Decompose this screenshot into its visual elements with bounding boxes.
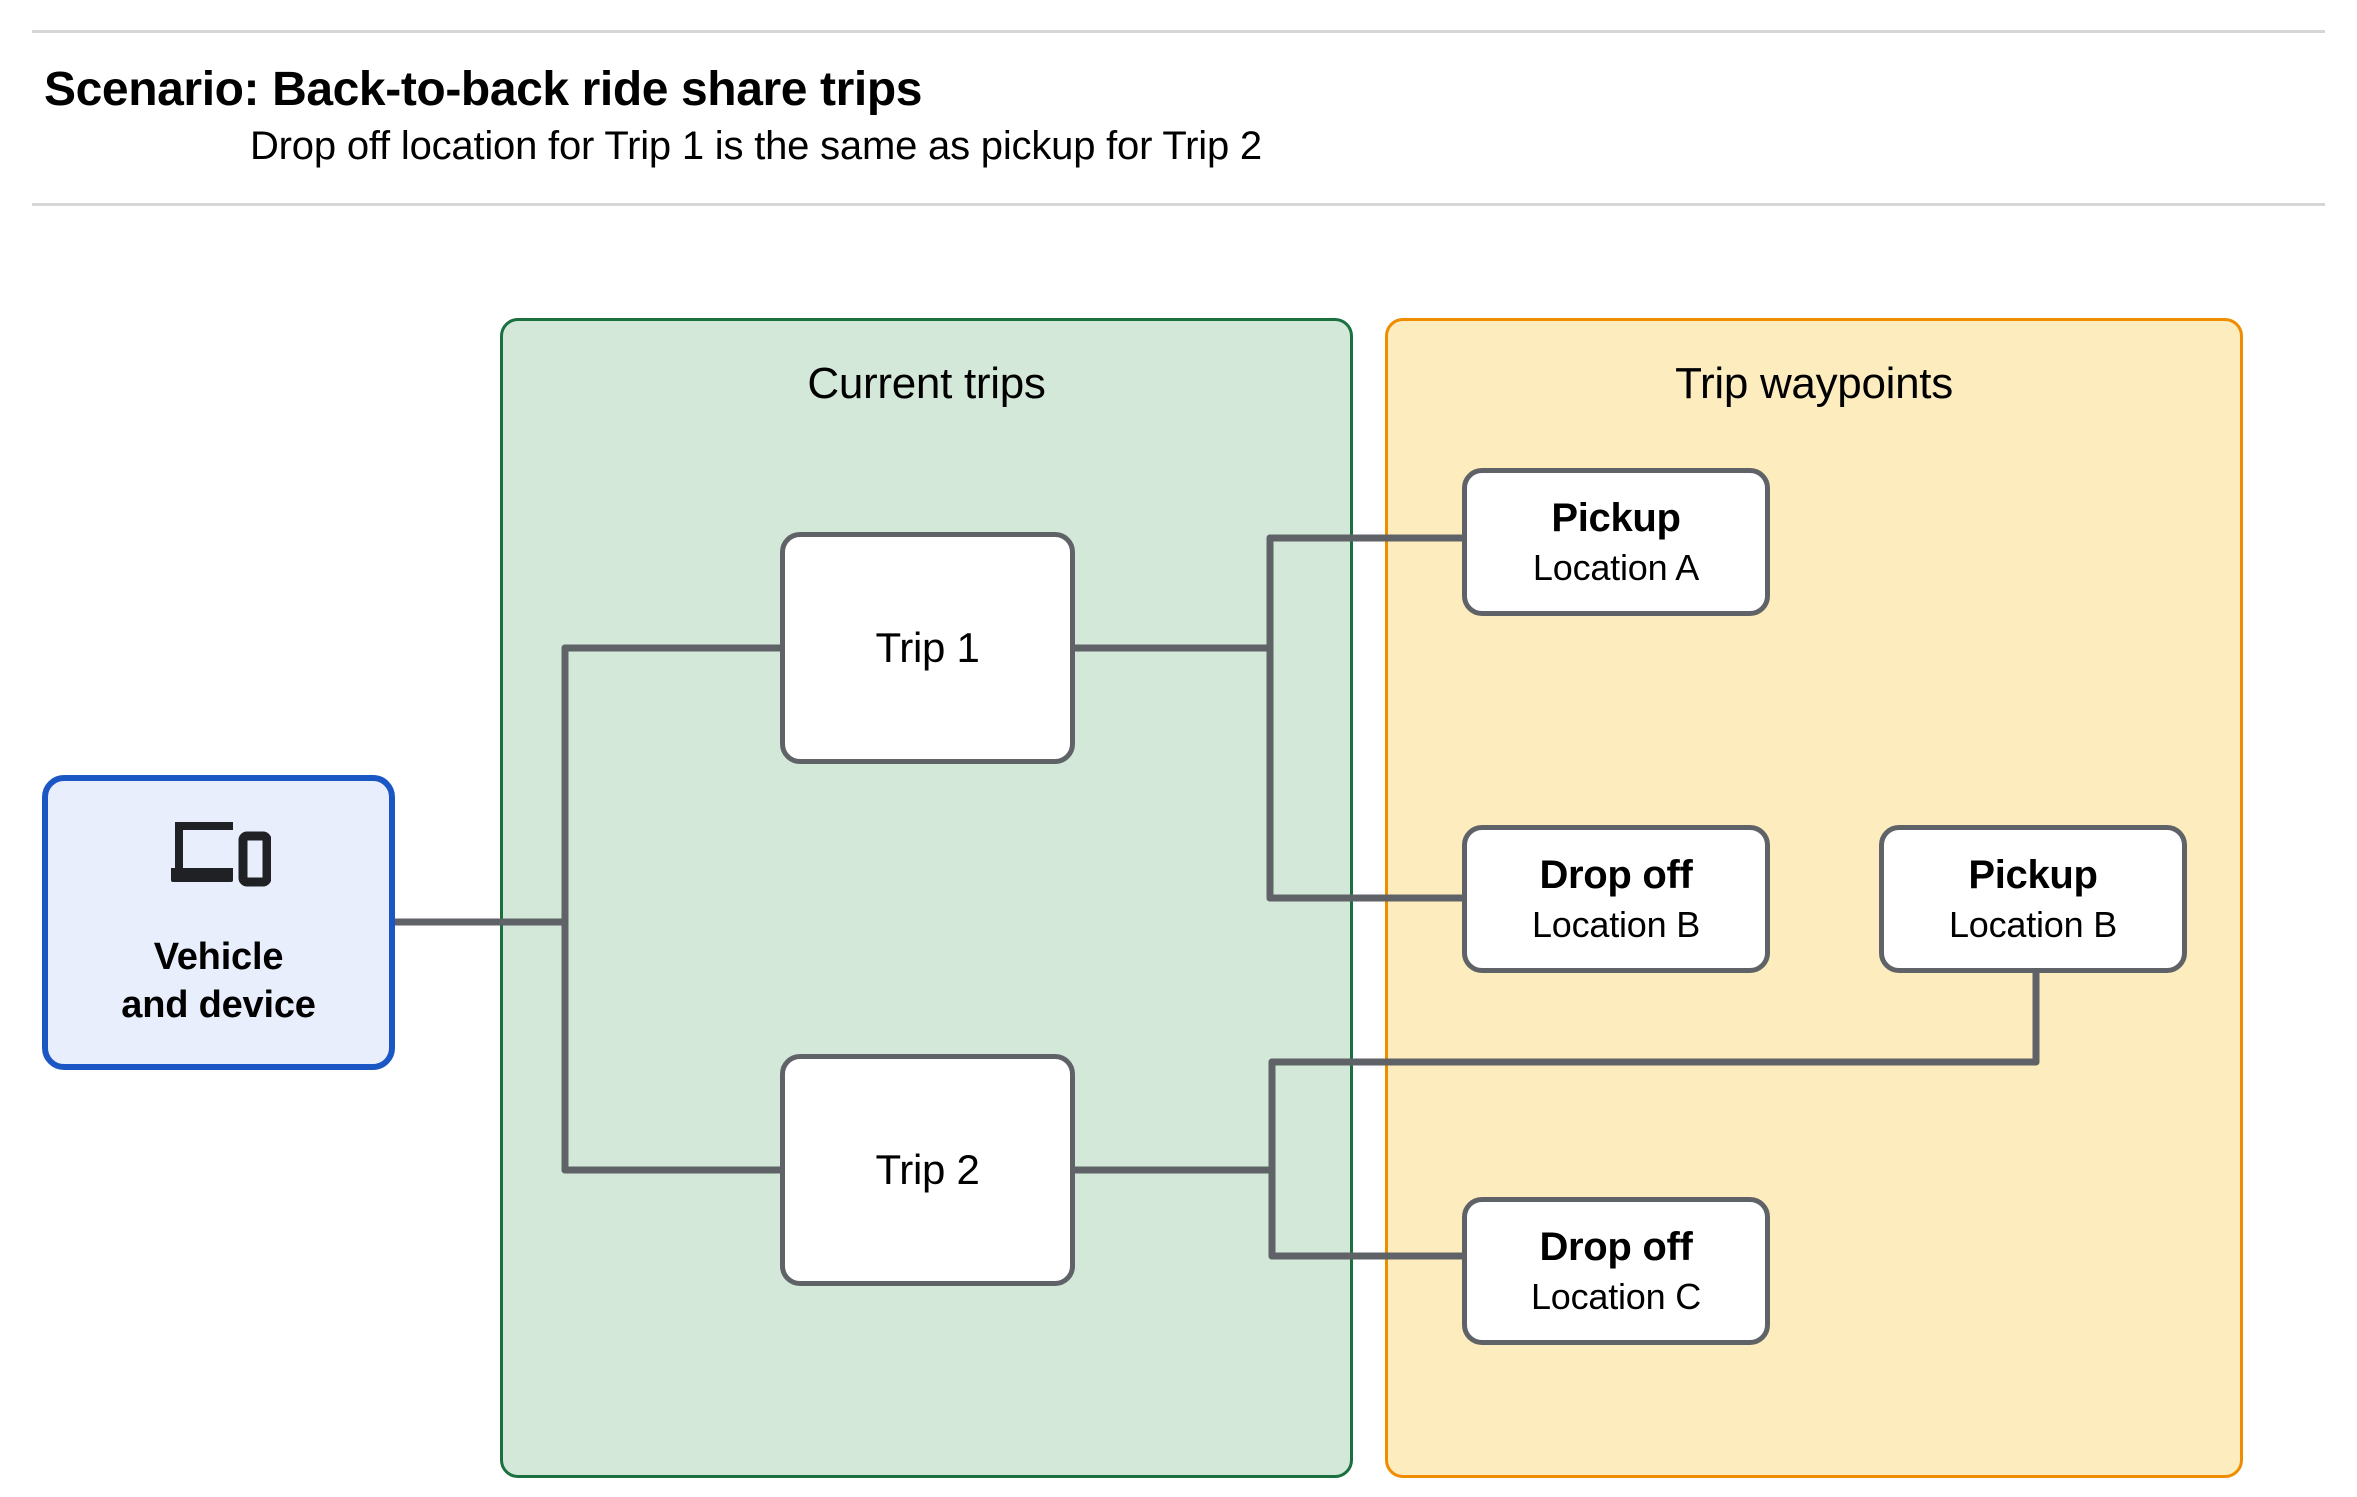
node-waypoint-dropoff-c[interactable]: Drop off Location C xyxy=(1462,1197,1770,1345)
waypoint-location: Location B xyxy=(1948,904,2118,945)
panel-current-trips-title: Current trips xyxy=(807,359,1046,408)
waypoint-type: Drop off xyxy=(1539,852,1693,897)
waypoint-location: Location B xyxy=(1531,904,1701,945)
panel-trip-waypoints-title: Trip waypoints xyxy=(1675,359,1953,408)
devices-icon xyxy=(170,822,271,887)
page-subtitle: Drop off location for Trip 1 is the same… xyxy=(250,124,1262,168)
node-waypoint-dropoff-b[interactable]: Drop off Location B xyxy=(1462,825,1770,973)
waypoint-location: Location C xyxy=(1530,1276,1702,1317)
waypoint-type: Pickup xyxy=(1551,495,1681,540)
node-trip-2[interactable]: Trip 2 xyxy=(780,1054,1075,1286)
header-divider-bottom xyxy=(32,203,2325,206)
header-divider-top xyxy=(32,30,2325,33)
waypoint-type: Drop off xyxy=(1539,1224,1693,1269)
node-trip-1-label: Trip 1 xyxy=(875,624,980,672)
node-trip-1[interactable]: Trip 1 xyxy=(780,532,1075,764)
vehicle-label: Vehicle and device xyxy=(121,936,316,1026)
edge-trip-2-pickup-b xyxy=(1268,969,2040,1066)
node-waypoint-pickup-b[interactable]: Pickup Location B xyxy=(1879,825,2187,973)
page-title: Scenario: Back-to-back ride share trips xyxy=(44,63,923,116)
node-trip-2-label: Trip 2 xyxy=(875,1146,980,1194)
waypoint-type: Pickup xyxy=(1968,852,2098,897)
waypoint-location: Location A xyxy=(1532,547,1700,588)
node-vehicle-and-device[interactable]: Vehicle and device xyxy=(42,775,395,1070)
node-waypoint-pickup-a[interactable]: Pickup Location A xyxy=(1462,468,1770,616)
